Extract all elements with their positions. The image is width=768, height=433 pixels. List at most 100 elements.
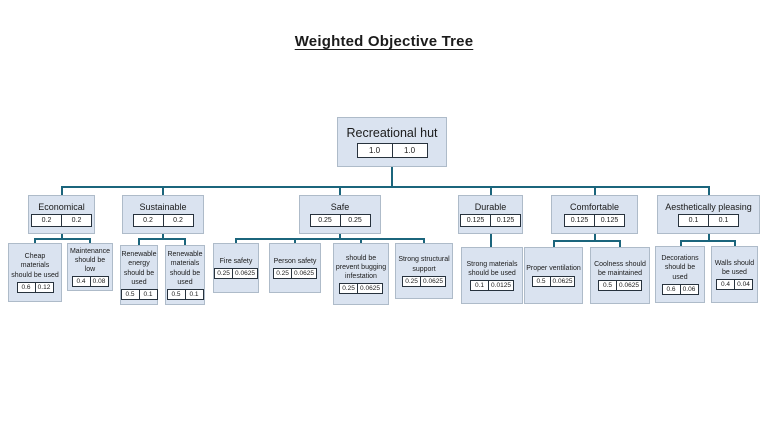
weight-cell-local: 0.25 [217,270,230,278]
connector-line [594,234,596,241]
weight-table: 0.4 0.04 [716,279,753,291]
weight-cell-local: 0.5 [536,277,546,285]
node-label: Walls should be used [714,259,755,276]
node-label: should be prevent bugging infestation [335,254,387,281]
node-fire-safety: Fire safety 0.25 0.0625 [213,243,259,293]
weight-cell-global: 0.04 [734,280,752,290]
connector-line [553,240,621,242]
node-sustainable: Sustainable 0.2 0.2 [122,195,204,234]
node-label: Economical [38,201,85,212]
weight-cell-global: 0.1 [138,289,157,299]
connector-line [184,238,186,245]
node-label: Durable [474,201,507,212]
weight-cell-local: 0.25 [276,270,289,278]
connector-line [423,238,425,243]
weight-table: 0.5 0.0625 [531,275,576,287]
connector-line [138,238,186,240]
weight-cell-local: 0.5 [603,282,613,290]
weight-cell-global: 0.0625 [357,284,382,294]
node-strong-materials: Strong materials should be used 0.1 0.01… [461,247,523,304]
node-label: Strong materials should be used [466,260,518,277]
connector-line [162,186,164,195]
node-renewable-energy: Renewable energy should be used 0.5 0.1 [120,245,158,305]
node-label: Coolness should be maintained [594,260,646,277]
weight-cell-local: 0.1 [475,282,485,290]
node-label: Comfortable [569,201,620,212]
weight-cell-global: 0.125 [490,215,520,227]
weight-table: 0.5 0.1 [120,288,158,300]
weight-table: 1.0 1.0 [356,143,428,158]
node-label: Proper ventilation [526,265,581,273]
weight-cell-global: 0.12 [34,282,53,292]
connector-line [61,234,63,239]
weight-cell-local: 0.2 [143,217,153,225]
node-prevent-bug-infestation: should be prevent bugging infestation 0.… [333,243,389,305]
weight-cell-local: 0.25 [342,285,355,293]
weight-cell-local: 0.6 [21,283,31,291]
connector-line [708,234,710,241]
node-cheap-materials: Cheap materials should be used 0.6 0.12 [8,243,62,302]
weight-cell-local: 0.125 [466,217,485,225]
weight-cell-local: 0.5 [125,290,135,298]
weight-cell-global: 0.08 [89,277,108,287]
connector-line [339,186,341,195]
node-person-safety: Person safety 0.25 0.0625 [269,243,321,293]
weight-cell-local: 0.25 [405,277,418,285]
weight-table: 0.6 0.06 [661,283,699,295]
connector-line [339,234,341,239]
connector-line [680,240,682,246]
weight-table: 0.25 0.0625 [339,283,383,295]
weight-table: 0.6 0.12 [16,281,54,293]
connector-line [235,238,425,240]
connector-line [734,240,736,246]
connector-line [61,186,709,188]
connector-line [553,240,555,247]
weight-table: 0.125 0.125 [564,214,625,228]
node-decorations: Decorations should be used 0.6 0.06 [655,246,705,303]
weight-cell-local: 0.6 [666,285,676,293]
node-durable: Durable 0.125 0.125 [458,195,523,234]
weight-cell-global: 0.0625 [291,269,316,279]
node-renewable-materials: Renewable materials should be used 0.5 0… [165,245,205,305]
weight-cell-global: 0.06 [679,284,698,294]
node-label: Recreational hut [346,126,438,140]
diagram-title: Weighted Objective Tree [294,33,474,50]
node-safe: Safe 0.25 0.25 [299,195,381,234]
node-label: Maintenance should be low [69,247,111,274]
connector-line [391,167,393,187]
connector-line [619,240,621,247]
connector-line [89,238,91,243]
connector-line [294,238,296,243]
weight-cell-local: 0.4 [76,278,86,286]
node-proper-ventilation: Proper ventilation 0.5 0.0625 [524,247,583,304]
weight-table: 0.25 0.0625 [402,275,446,287]
weight-cell-global: 1.0 [391,144,427,157]
connector-line [490,234,492,247]
connector-line [162,234,164,239]
node-recreational-hut: Recreational hut 1.0 1.0 [337,117,447,167]
weight-table: 0.5 0.1 [166,288,204,300]
connector-line [594,186,596,195]
node-coolness-maintained: Coolness should be maintained 0.5 0.0625 [590,247,650,304]
node-comfortable: Comfortable 0.125 0.125 [551,195,638,234]
weight-cell-global: 0.0125 [488,281,513,291]
weight-table: 0.2 0.2 [132,214,194,228]
weight-table: 0.25 0.25 [309,214,371,228]
node-label: Renewable energy should be used [121,251,157,286]
weight-cell-local: 0.5 [171,290,181,298]
weight-cell-global: 0.0625 [549,276,575,286]
weight-cell-global: 0.2 [162,215,193,227]
connector-line [34,238,36,243]
weight-cell-global: 0.0625 [616,281,641,291]
node-low-maintenance: Maintenance should be low 0.4 0.08 [67,243,113,291]
node-label: Aesthetically pleasing [665,201,752,212]
connector-line [490,186,492,195]
weight-table: 0.125 0.125 [460,214,521,228]
connector-line [708,186,710,195]
weight-table: 0.1 0.0125 [470,280,514,292]
weight-cell-global: 0.125 [594,215,624,227]
weight-cell-global: 0.2 [61,215,91,227]
node-label: Fire safety [219,257,253,265]
weight-cell-local: 0.25 [318,217,332,225]
node-label: Decorations should be used [661,255,699,281]
